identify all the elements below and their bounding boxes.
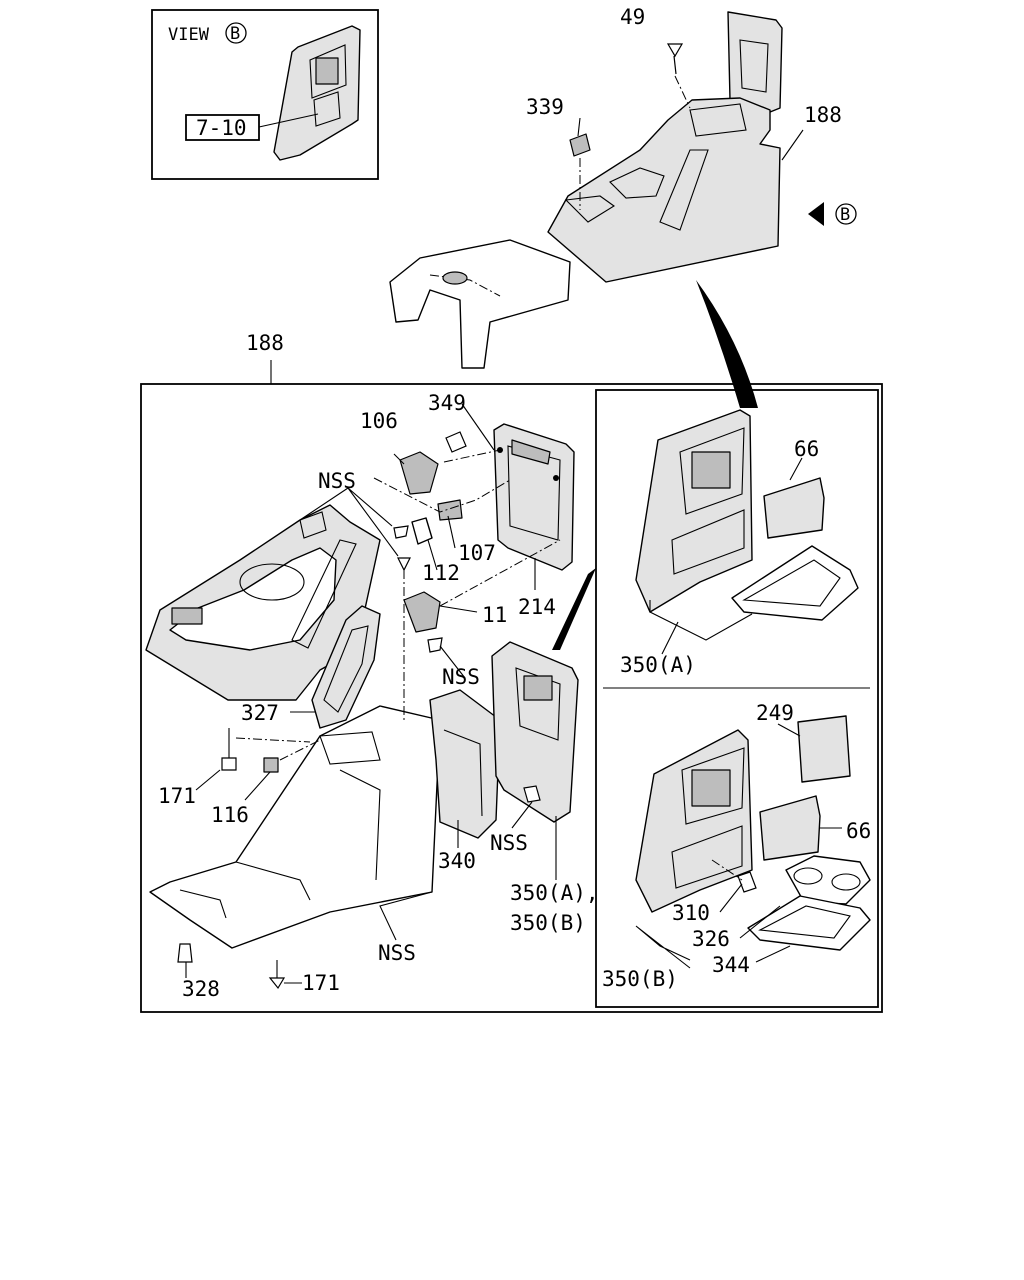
callout-nss-1: NSS [318, 469, 356, 493]
callout-327: 327 [241, 701, 279, 725]
callout-349: 349 [428, 391, 466, 415]
arrow-marker-label: B [840, 205, 850, 225]
callout-328: 328 [182, 977, 220, 1001]
hinge-107 [437, 499, 463, 521]
callout-112: 112 [422, 561, 460, 585]
callout-350ab-line1: 350(A), [510, 881, 599, 905]
ref-box-7-10 [185, 114, 260, 141]
armrest-350b-back [635, 729, 753, 913]
armrest-350a-window [691, 451, 731, 489]
callout-350a: 350(A) [620, 653, 696, 677]
callout-nss-3: NSS [490, 831, 528, 855]
view-direction-arrow [808, 202, 824, 226]
callout-249: 249 [756, 701, 794, 725]
callout-107: 107 [458, 541, 496, 565]
latch-112 [411, 517, 433, 545]
clip-116 [263, 757, 279, 773]
callout-188-main: 188 [246, 331, 284, 355]
box-66-a [763, 477, 825, 539]
callout-350b: 350(B) [602, 967, 678, 991]
detail-pointer-wedge [696, 280, 758, 408]
variant-pointer-wedge [552, 568, 596, 650]
tray-switch [171, 607, 203, 625]
callout-106: 106 [360, 409, 398, 433]
callout-66-a: 66 [794, 437, 819, 461]
callout-350ab-line2: 350(B) [510, 911, 586, 935]
pad-249 [797, 715, 851, 783]
view-marker: B [230, 24, 240, 44]
clip-328 [177, 943, 193, 963]
main-detail-frame [140, 383, 883, 1013]
console-base-body [149, 705, 441, 949]
callout-310: 310 [672, 901, 710, 925]
box-66-b [759, 795, 821, 861]
ref-label-7-10: 7-10 [196, 116, 247, 140]
screw-349 [445, 431, 467, 453]
callout-171-b: 171 [302, 971, 340, 995]
armrest-350b-window [691, 769, 731, 807]
top-base-bracket [389, 239, 571, 369]
view-marker-circle [225, 22, 247, 44]
lower-console-base [149, 705, 441, 949]
upper-console-tray [145, 504, 381, 701]
callout-116: 116 [211, 803, 249, 827]
callout-49: 49 [620, 5, 645, 29]
callout-214: 214 [518, 595, 556, 619]
callout-188-top: 188 [804, 103, 842, 127]
top-console-body [547, 97, 781, 283]
screw-49 [666, 43, 684, 75]
armrest-center-window [523, 675, 553, 701]
callout-66-b: 66 [846, 819, 871, 843]
bracket-340 [429, 689, 501, 839]
arrow-marker-circle [835, 203, 857, 225]
variant-350a [635, 409, 859, 655]
callout-340: 340 [438, 849, 476, 873]
clip-339 [569, 133, 591, 157]
lid-214 [493, 423, 575, 571]
callout-nss-2: NSS [442, 665, 480, 689]
callout-171-a: 171 [158, 784, 196, 808]
view-armrest-back [273, 25, 361, 161]
hinge-106 [399, 451, 439, 495]
variant-subframe [595, 389, 879, 1008]
variant-350b [635, 715, 871, 969]
armrest-350-center [491, 641, 579, 823]
screw-171-b [268, 977, 286, 990]
top-console-assembly: B [389, 11, 857, 408]
bracket-11 [403, 591, 441, 633]
tray-344 [747, 895, 871, 951]
panel-327 [311, 605, 381, 729]
callout-344: 344 [712, 953, 750, 977]
callout-nss-4: NSS [378, 941, 416, 965]
view-title: VIEW [168, 25, 210, 45]
screw-171-a [221, 757, 237, 771]
view-b-inset: VIEW B 7-10 [151, 9, 379, 180]
screw-nss-340 [523, 785, 541, 803]
view-armrest-window [315, 57, 339, 85]
callout-326: 326 [692, 927, 730, 951]
callout-339: 339 [526, 95, 564, 119]
callout-11: 11 [482, 603, 507, 627]
screw-310 [737, 871, 757, 893]
